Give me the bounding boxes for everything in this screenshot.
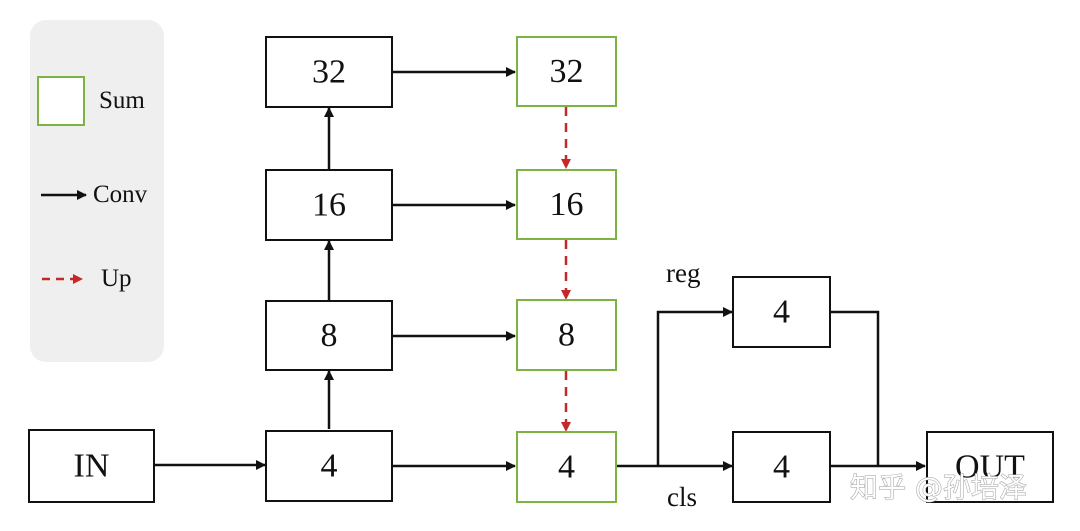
backbone-node-box: [265, 169, 393, 241]
backbone-node-label: 16: [312, 187, 346, 224]
fpn-node-box: [516, 36, 617, 107]
fpn-node-box: [516, 299, 617, 371]
legend-sum-label: Sum: [99, 87, 145, 114]
reg-head-box: [732, 276, 831, 348]
cls-head-box: [732, 431, 831, 503]
arrow-fpn-4-to-reg: [656, 307, 733, 466]
cls-branch-label: cls: [667, 482, 697, 512]
fpn-node-label: 32: [550, 53, 584, 90]
legend-up-label: Up: [101, 265, 132, 292]
connections: [155, 67, 926, 471]
legend: Sum Conv Up: [30, 20, 164, 362]
heads: 4 4 reg cls: [666, 258, 831, 512]
reg-head-label: 4: [773, 294, 790, 331]
cls-head-label: 4: [773, 449, 790, 486]
fpn-node-box: [516, 169, 617, 240]
backbone-node-box: [265, 36, 393, 108]
legend-conv-label: Conv: [93, 181, 148, 208]
fpn-node-label: 16: [550, 186, 584, 223]
backbone-node-box: [265, 300, 393, 371]
backbone-column: 4 8 16 32: [265, 36, 393, 502]
reg-branch-label: reg: [666, 258, 700, 288]
output-label: OUT: [955, 449, 1025, 486]
input-label: IN: [74, 448, 110, 485]
fpn-column: 4 8 16 32: [516, 36, 617, 503]
backbone-node-label: 4: [321, 448, 338, 485]
fpn-node-box: [516, 431, 617, 503]
output-box: [926, 431, 1054, 503]
output-node: OUT: [926, 431, 1054, 503]
legend-sum-swatch: [37, 76, 85, 126]
input-node: IN: [28, 429, 155, 503]
fpn-node-label: 8: [558, 317, 575, 354]
input-box: [28, 429, 155, 503]
backbone-node-label: 8: [321, 317, 338, 354]
backbone-node-label: 32: [312, 54, 346, 91]
line-reg-to-out: [830, 310, 880, 465]
watermark: 知乎 @孙培泽: [850, 471, 1027, 504]
fpn-node-label: 4: [558, 449, 575, 486]
backbone-node-box: [265, 430, 393, 502]
